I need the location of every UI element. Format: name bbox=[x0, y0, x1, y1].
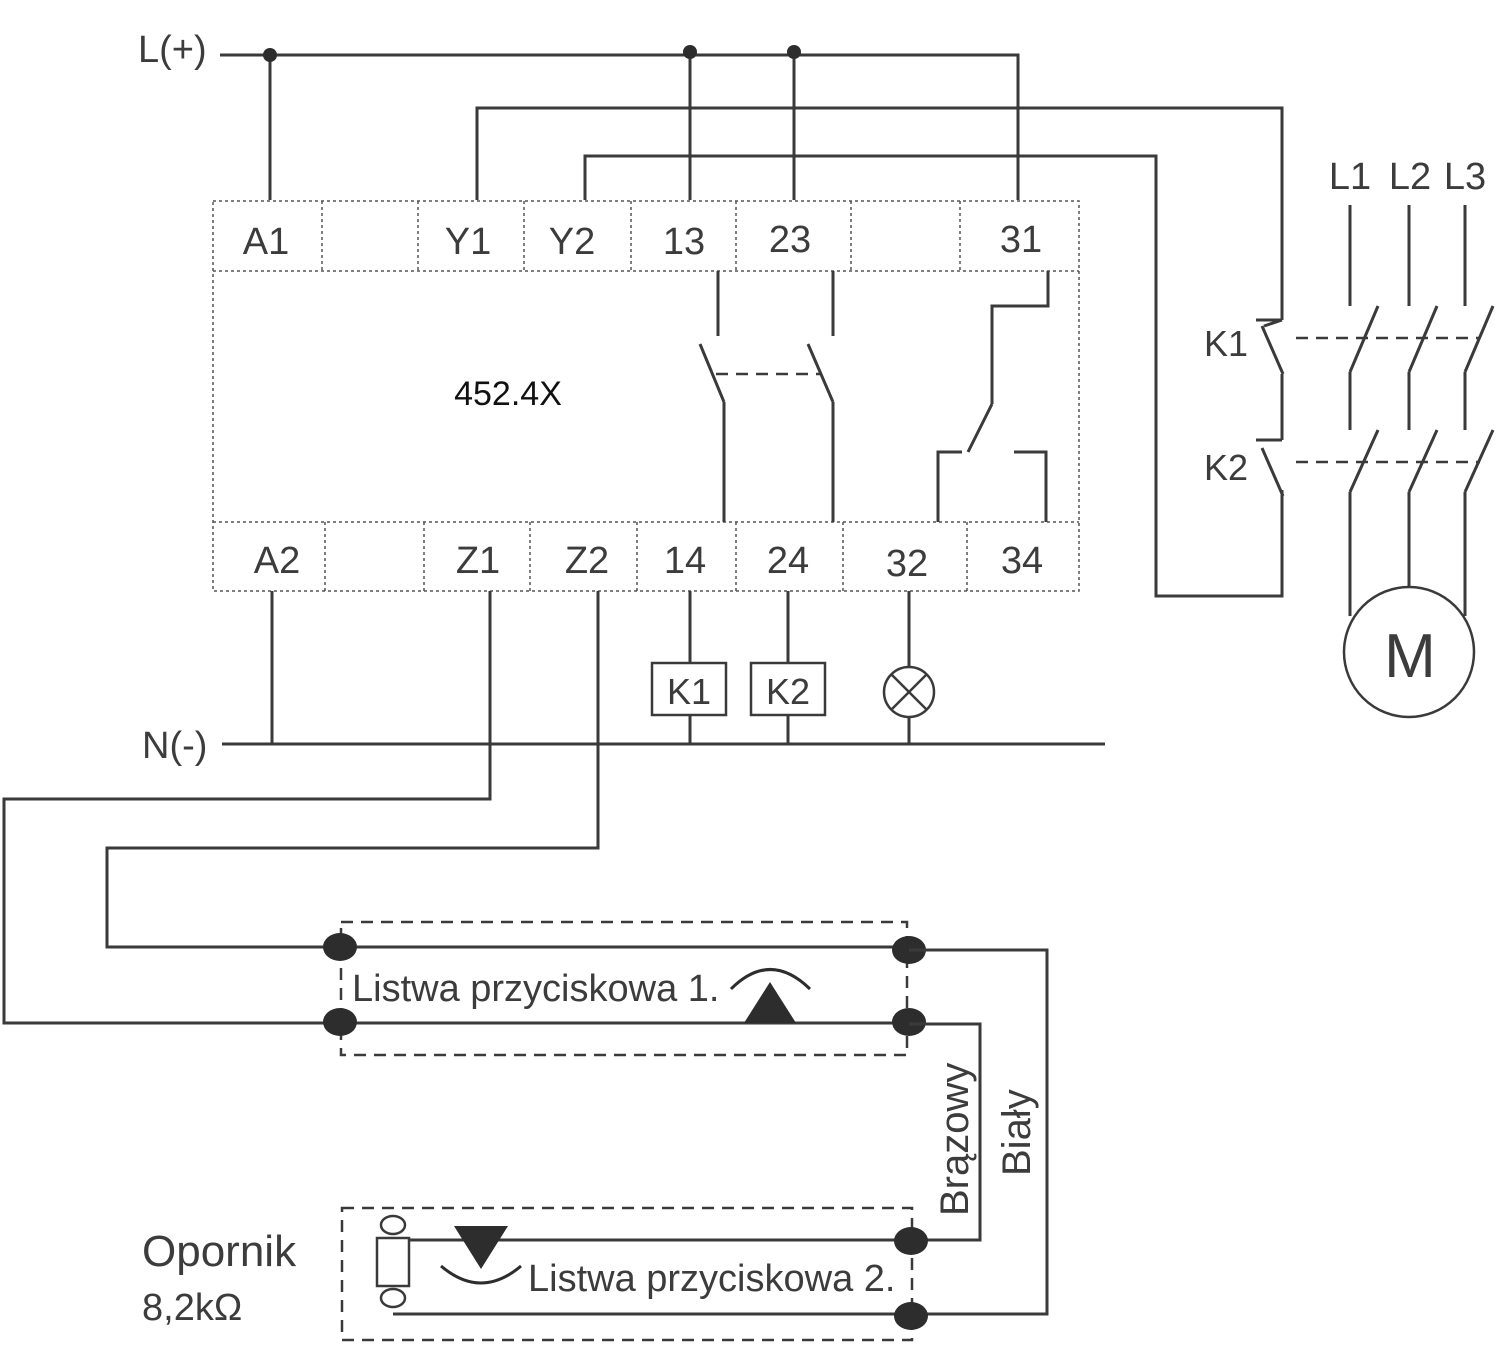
safety-edge-2: Listwa przyciskowa 2. bbox=[340, 1206, 928, 1342]
coil-k1 bbox=[650, 661, 728, 717]
changeover-contact bbox=[936, 271, 1050, 522]
wire-brown-label: Brązowy bbox=[933, 1063, 977, 1216]
junction-dot bbox=[263, 48, 277, 62]
terminal-label: 24 bbox=[767, 540, 809, 582]
module-outline bbox=[212, 200, 1080, 592]
resistor-value: 8,2kΩ bbox=[142, 1287, 242, 1329]
contactor-label: K2 bbox=[1204, 447, 1248, 488]
pressure-arrow-icon bbox=[454, 1226, 508, 1269]
wire-y1 bbox=[475, 106, 1284, 320]
contactor-label: K1 bbox=[1204, 323, 1248, 364]
wire-z2 bbox=[105, 591, 600, 949]
coil-k1-label: K1 bbox=[667, 671, 711, 712]
terminal-label: 32 bbox=[886, 543, 928, 585]
terminal-label: 31 bbox=[1000, 219, 1042, 261]
terminal-label: 14 bbox=[664, 540, 706, 582]
junction-dot bbox=[787, 45, 801, 59]
resistor-icon bbox=[375, 1214, 411, 1309]
wire-white bbox=[909, 948, 1049, 1316]
terminal-label: A1 bbox=[243, 221, 289, 263]
edge1-outline bbox=[339, 920, 909, 1057]
coil-k2 bbox=[749, 661, 827, 717]
edge2-label: Listwa przyciskowa 2. bbox=[528, 1258, 895, 1300]
pressure-arc-icon bbox=[440, 1264, 522, 1285]
terminal-label: Z2 bbox=[565, 540, 609, 582]
wire-z1 bbox=[2, 591, 492, 1025]
phase-label: L2 bbox=[1389, 156, 1431, 198]
motor-label: M bbox=[1384, 622, 1436, 691]
module-model-label: 452.4X bbox=[454, 375, 562, 413]
coil-k2-label: K2 bbox=[766, 671, 810, 712]
edge1-label: Listwa przyciskowa 1. bbox=[352, 968, 719, 1010]
terminal-label: 13 bbox=[663, 221, 705, 263]
terminal-label: A2 bbox=[254, 540, 300, 582]
terminal-label: 23 bbox=[769, 219, 811, 261]
no-contact-pair bbox=[698, 271, 835, 522]
phase-label: L3 bbox=[1444, 156, 1486, 198]
phase-label: L1 bbox=[1329, 156, 1371, 198]
positive-rail bbox=[220, 53, 1020, 200]
terminal-label: Y1 bbox=[445, 221, 491, 263]
positive-rail-label: L(+) bbox=[138, 29, 207, 71]
relay-module: A1 Y1 Y2 13 23 31 A2 Z1 Z2 14 24 32 34 4… bbox=[212, 200, 1080, 592]
resistor-label: Opornik bbox=[142, 1227, 297, 1276]
motor-circuit: L1 L2 L3 K1 K2 M bbox=[1204, 156, 1495, 719]
terminal-label: Y2 bbox=[549, 221, 595, 263]
junction-dot bbox=[683, 45, 697, 59]
motor-icon bbox=[1342, 585, 1476, 719]
negative-rail-label: N(-) bbox=[142, 725, 207, 767]
edge2-outline bbox=[340, 1206, 914, 1342]
terminal-label: Z1 bbox=[456, 540, 500, 582]
signal-lamp-icon bbox=[882, 665, 936, 719]
wire-white-label: Biały bbox=[995, 1089, 1039, 1176]
safety-edge-1: Listwa przyciskowa 1. bbox=[323, 920, 926, 1057]
pressure-arc-icon bbox=[729, 968, 812, 991]
pressure-arrow-icon bbox=[744, 982, 796, 1023]
terminal-label: 34 bbox=[1001, 540, 1043, 582]
wire-brown bbox=[909, 1022, 982, 1242]
